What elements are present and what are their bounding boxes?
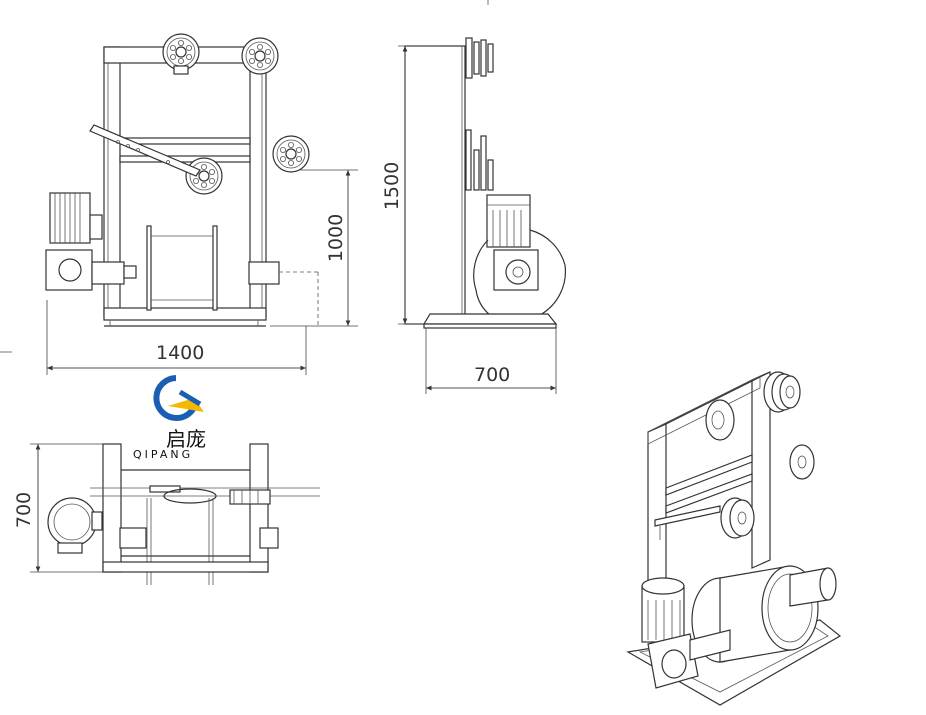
tension-arm (89, 124, 201, 177)
dim-front-height-total: 1500 (381, 162, 403, 210)
pulley-top-right (241, 37, 279, 75)
side-view: 1500 700 (381, 0, 567, 394)
brand-logo: 启庞 QIPANG (133, 375, 206, 461)
pulley-mid-left (185, 157, 223, 195)
pulley-mid-right (272, 135, 310, 173)
top-view: 700 (13, 443, 320, 585)
isometric-view (626, 371, 842, 706)
dim-front-height-mid: 1000 (325, 214, 347, 262)
dim-front-width: 1400 (156, 342, 204, 364)
pulley-top-left (162, 33, 200, 71)
brand-name-latin: QIPANG (133, 448, 193, 461)
front-view: 1400 1000 (0, 33, 358, 375)
brand-name-cn: 启庞 (166, 427, 206, 451)
dim-top-depth: 700 (13, 492, 35, 528)
dim-side-depth: 700 (474, 364, 510, 386)
motor (45, 192, 103, 291)
